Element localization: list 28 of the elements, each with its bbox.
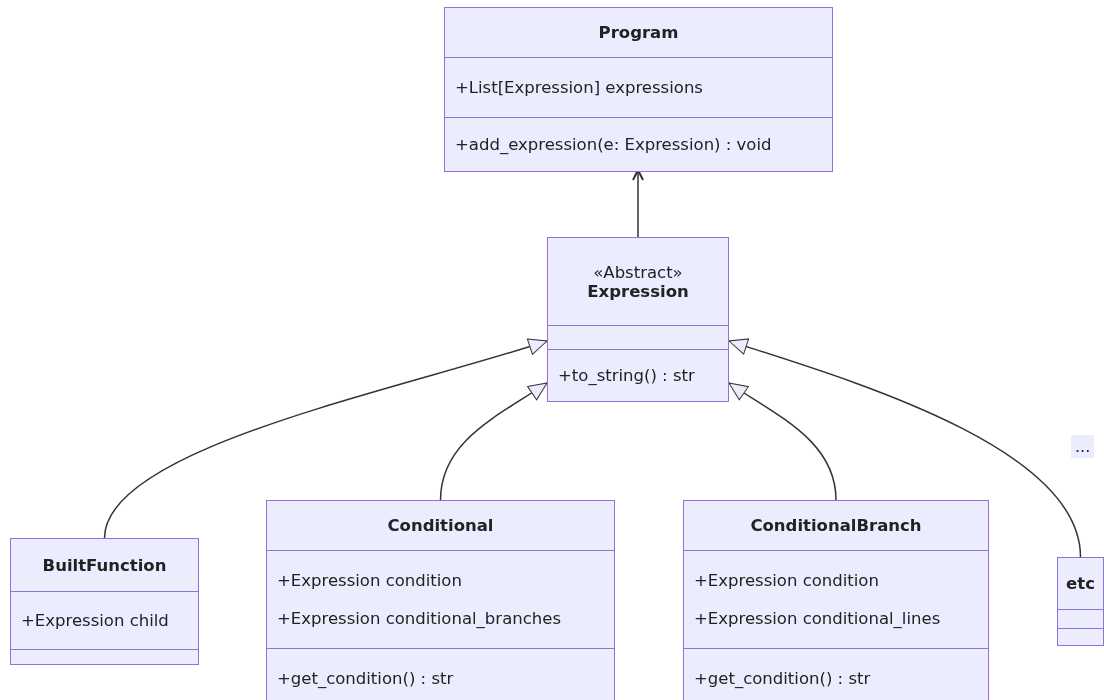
attribute: +Expression condition — [277, 570, 462, 590]
class-box — [547, 237, 729, 402]
method: +to_string() : str — [558, 366, 695, 385]
ellipsis-label: ... — [1071, 435, 1095, 458]
inheritance-arrow — [728, 382, 837, 501]
class-name: Conditional — [387, 516, 494, 535]
method: +get_condition() : str — [277, 669, 454, 688]
class-name: ConditionalBranch — [750, 516, 922, 535]
stereotype: «Abstract» — [593, 262, 683, 282]
class-box — [10, 538, 199, 665]
class-name: BuiltFunction — [42, 555, 167, 575]
attribute: +Expression conditional_branches — [277, 609, 561, 629]
class-name: etc — [1066, 574, 1095, 593]
class-name: Program — [598, 23, 679, 42]
attribute: +List[Expression] expressions — [455, 78, 703, 97]
attribute: +Expression condition — [694, 570, 879, 590]
class-box — [444, 7, 833, 172]
class-box — [266, 500, 615, 700]
attribute: +Expression conditional_lines — [694, 609, 941, 629]
attribute: +Expression child — [21, 611, 169, 630]
class-box — [683, 500, 989, 700]
method: +add_expression(e: Expression) : void — [455, 135, 772, 154]
method: +get_condition() : str — [694, 669, 871, 688]
class-box — [1057, 557, 1104, 646]
class-name: Expression — [587, 281, 689, 301]
inheritance-arrow — [103, 338, 548, 539]
inheritance-arrow — [439, 382, 548, 501]
inheritance-arrow — [728, 338, 1082, 558]
